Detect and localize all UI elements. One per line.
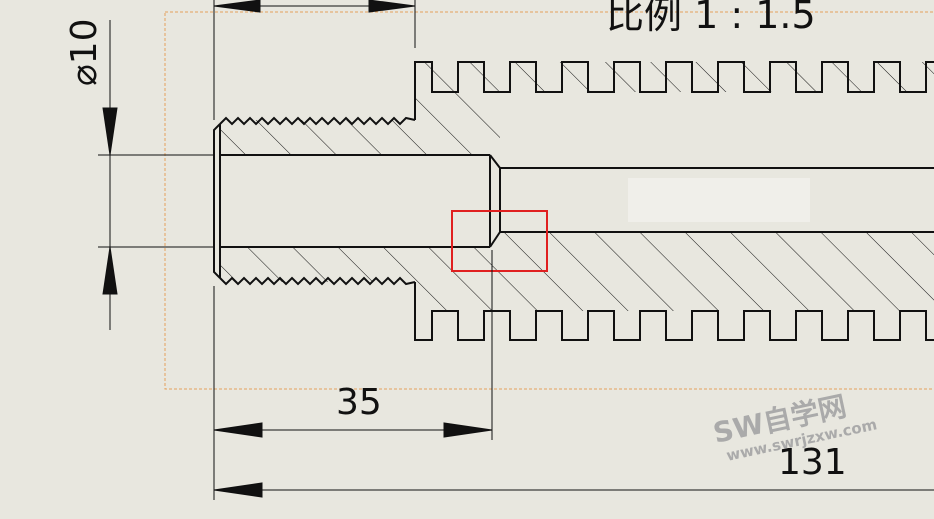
- blurred-label: [628, 178, 810, 222]
- fin-profile-top: [414, 61, 934, 120]
- fin-profile-bottom: [414, 282, 934, 341]
- view-boundary: [164, 11, 934, 390]
- depth-dimension: [213, 250, 493, 500]
- diameter-dimension: [98, 20, 214, 330]
- depth-label: 35: [336, 382, 382, 423]
- left-face: [213, 123, 221, 279]
- total-dimension: [213, 482, 934, 498]
- top-dimension: [213, 0, 416, 120]
- part-outline: [213, 61, 934, 341]
- thread-bottom: [219, 276, 416, 286]
- total-label: 131: [778, 442, 847, 483]
- scale-label: 比例 1 : 1.5: [606, 0, 816, 37]
- highlight-box: [451, 210, 548, 272]
- bore-cavity: [220, 155, 490, 247]
- thread-top: [219, 116, 416, 126]
- bore-chamfer: [489, 154, 501, 248]
- section-hatch-lower: [220, 232, 934, 311]
- diameter-label: ⌀10: [64, 19, 105, 86]
- section-hatch-upper: [220, 62, 934, 168]
